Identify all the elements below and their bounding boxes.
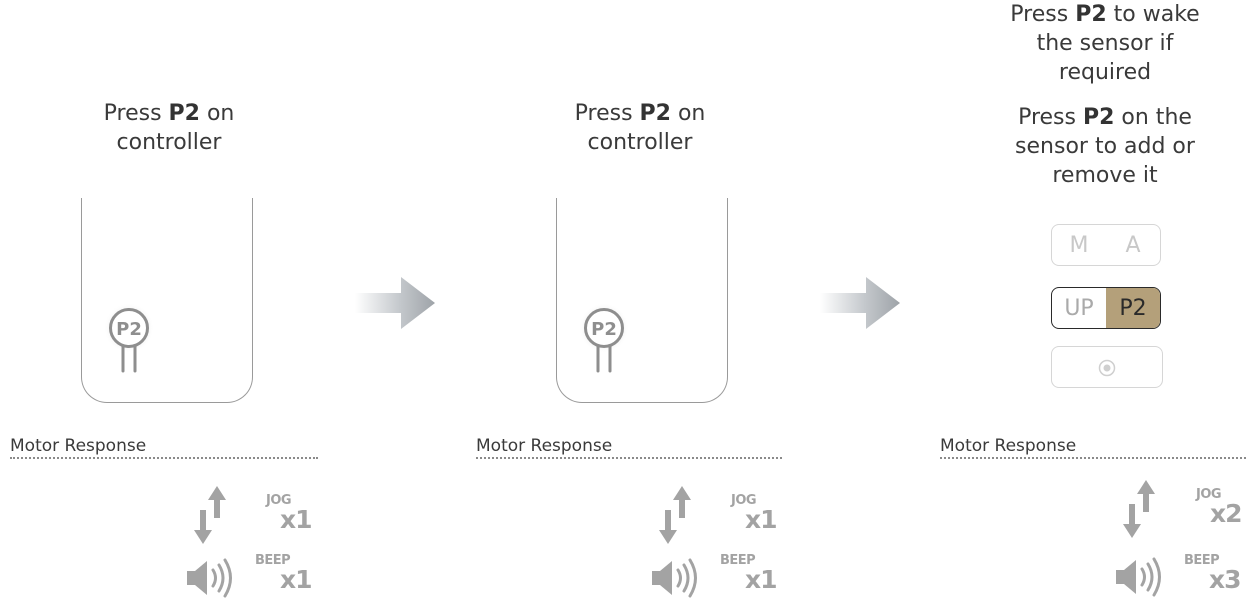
jog-label: JOG: [266, 493, 292, 508]
next-arrow-icon: [820, 277, 900, 329]
motor-response-label: Motor Response: [476, 436, 613, 456]
next-arrow-icon: [355, 277, 435, 329]
beep-speaker-icon: [187, 558, 232, 598]
jog-badge: JOG x2: [1196, 487, 1253, 537]
step2-instruction-text: on: [670, 101, 706, 126]
beep-count: x1: [745, 565, 778, 594]
dotted-divider: [940, 457, 1246, 459]
controller-device: P2: [81, 198, 253, 403]
up-button[interactable]: UP: [1064, 295, 1094, 321]
controller-device: P2: [556, 198, 728, 403]
jog-badge: JOG x1: [731, 493, 791, 543]
sensor-p2-button[interactable]: P2: [1106, 288, 1160, 328]
jog-label: JOG: [1196, 487, 1222, 502]
beep-label: BEEP: [720, 553, 756, 568]
jog-updown-icon: [1123, 480, 1155, 538]
beep-badge: BEEP x3: [1184, 553, 1244, 603]
step1-instruction: Press P2 on controller: [64, 99, 274, 157]
step3-wake-text: to wake: [1106, 2, 1200, 27]
m-button[interactable]: M: [1069, 232, 1089, 258]
jog-updown-icon: [659, 486, 691, 544]
step2-instruction-bold: P2: [639, 101, 671, 126]
step3-add-bold: P2: [1082, 105, 1115, 130]
step3-instruction-add: Press P2 on the sensor to add or remove …: [985, 103, 1225, 190]
step3-add-line2: sensor to add or: [1015, 134, 1195, 159]
beep-count: x1: [280, 565, 313, 594]
jog-count: x1: [280, 505, 313, 534]
step3-wake-line3: required: [1058, 60, 1152, 85]
beep-label: BEEP: [1184, 553, 1220, 568]
beep-count: x3: [1209, 565, 1242, 594]
beep-badge: BEEP x1: [720, 553, 780, 603]
stop-dot-icon: [1098, 359, 1116, 377]
motor-response-label: Motor Response: [10, 436, 147, 456]
beep-badge: BEEP x1: [255, 553, 315, 603]
step3-wake-line2: the sensor if: [1036, 31, 1174, 56]
mode-button-row[interactable]: M A: [1051, 224, 1161, 266]
dotted-divider: [10, 457, 318, 459]
stop-button-row[interactable]: [1051, 346, 1163, 388]
step3-add-line3: remove it: [1052, 163, 1158, 188]
p2-button-icon[interactable]: P2: [579, 303, 629, 377]
motor-response-label: Motor Response: [940, 436, 1077, 456]
jog-count: x1: [745, 505, 778, 534]
step2-instruction-line2: controller: [587, 130, 693, 155]
p2-button-label: P2: [116, 319, 142, 340]
step1-instruction-text: on: [199, 101, 235, 126]
p2-button-label: P2: [591, 319, 617, 340]
step3-instruction-wake: Press P2 to wake the sensor if required: [985, 0, 1225, 87]
step3-wake-text: Press: [1010, 2, 1076, 27]
p2-button-icon[interactable]: P2: [104, 303, 154, 377]
beep-speaker-icon: [652, 558, 697, 598]
step2-instruction: Press P2 on controller: [535, 99, 745, 157]
step3-wake-bold: P2: [1075, 2, 1107, 27]
jog-badge: JOG x1: [266, 493, 326, 543]
step1-instruction-text: Press: [103, 101, 169, 126]
jog-label: JOG: [731, 493, 757, 508]
dotted-divider: [476, 457, 782, 459]
step2-instruction-text: Press: [574, 101, 640, 126]
beep-label: BEEP: [255, 553, 291, 568]
a-button[interactable]: A: [1125, 232, 1141, 258]
step3-add-text: Press: [1018, 105, 1083, 130]
up-p2-button-row[interactable]: UP P2: [1051, 287, 1161, 329]
step3-add-text: on the: [1114, 105, 1192, 130]
step1-instruction-line2: controller: [116, 130, 222, 155]
jog-updown-icon: [194, 486, 226, 544]
beep-speaker-icon: [1116, 557, 1161, 597]
step1-instruction-bold: P2: [168, 101, 200, 126]
jog-count: x2: [1210, 499, 1243, 528]
